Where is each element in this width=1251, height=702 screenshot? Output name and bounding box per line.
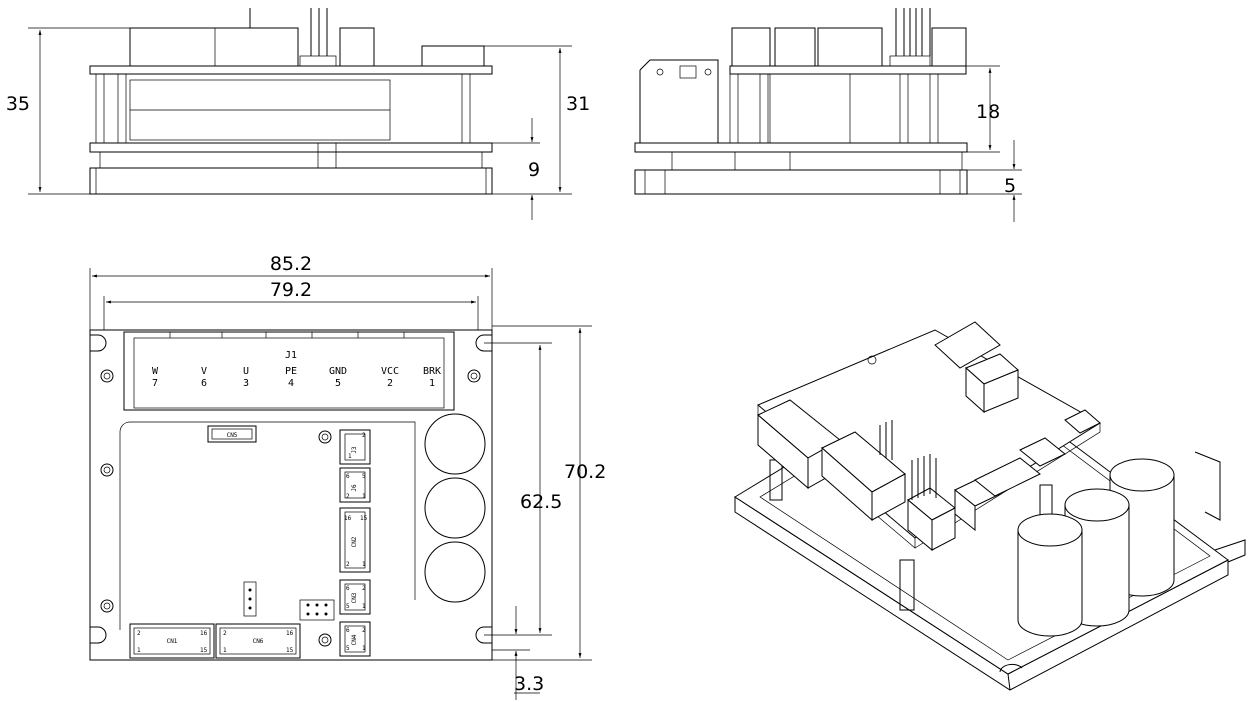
j1-title: J1	[285, 350, 297, 361]
dim-height-upper: 31	[566, 93, 590, 115]
cn6-label: CN6	[253, 638, 264, 645]
pin-mark: 1	[348, 453, 352, 460]
dim-base-thickness: 5	[1004, 175, 1016, 197]
pin-mark: 1	[362, 561, 366, 568]
dim-pcb-height: 18	[976, 101, 1000, 123]
pin-mark: 15	[200, 647, 208, 654]
dim-depth-inner: 62.5	[520, 491, 562, 513]
j6-label: J6	[351, 484, 358, 492]
j1-pin-name: PE	[285, 366, 297, 377]
pin-mark: 5	[346, 603, 350, 610]
pin-mark: 2	[362, 627, 366, 634]
j1-pin-number: 3	[243, 378, 249, 389]
cn4-label: CN4	[351, 634, 358, 645]
dim-depth-outer: 70.2	[564, 461, 606, 483]
pin-mark: 6	[346, 627, 350, 634]
dim-base-offset: 9	[528, 159, 540, 181]
j1-pin-number: 5	[335, 378, 341, 389]
j1-pin-name: GND	[329, 366, 347, 377]
cn3-label: CN3	[351, 592, 358, 603]
side-view: 18 5	[634, 8, 1022, 222]
pin-mark: 2	[223, 630, 227, 637]
j1-pin-number: 7	[152, 378, 158, 389]
j1-pin-name: VCC	[381, 366, 399, 377]
dim-hole-offset: 3.3	[514, 673, 544, 695]
dim-width-inner: 79.2	[270, 279, 312, 301]
pin-mark: 1	[137, 647, 141, 654]
pin-mark: 2	[346, 561, 350, 568]
cn2-label: CN2	[351, 536, 358, 547]
dim-width-outer: 85.2	[270, 253, 312, 275]
pin-mark: 1	[223, 647, 227, 654]
pin-mark: 16	[286, 630, 294, 637]
front-view: 35 31 9	[6, 8, 590, 220]
pin-mark: 2	[362, 432, 366, 439]
pin-mark: 2	[137, 630, 141, 637]
j1-pin-number: 2	[387, 378, 393, 389]
pin-mark: 6	[346, 585, 350, 592]
j1-pin-number: 1	[429, 378, 435, 389]
pin-mark: 1	[362, 493, 366, 500]
j3-label: J3	[351, 446, 358, 454]
pin-mark: 16	[344, 515, 352, 522]
j1-pin-name: U	[243, 366, 249, 377]
pin-mark: 6	[346, 473, 350, 480]
pin-mark: 1	[362, 645, 366, 652]
isometric-view	[734, 321, 1246, 691]
pin-mark: 2	[346, 493, 350, 500]
pin-mark: 1	[362, 603, 366, 610]
j1-pin-number: 6	[201, 378, 207, 389]
j1-pin-name: V	[201, 366, 207, 377]
j1-pin-name: BRK	[423, 366, 441, 377]
pin-mark: 5	[362, 473, 366, 480]
pin-mark: 15	[360, 515, 368, 522]
j1-pin-name: W	[152, 366, 159, 377]
pin-mark: 5	[346, 645, 350, 652]
cn5-label: CN5	[227, 432, 238, 439]
pin-mark: 16	[200, 630, 208, 637]
cn1-label: CN1	[167, 638, 178, 645]
pin-mark: 2	[362, 585, 366, 592]
dim-height-total: 35	[6, 93, 30, 115]
j1-pin-number: 4	[288, 378, 294, 389]
pin-mark: 15	[286, 647, 294, 654]
